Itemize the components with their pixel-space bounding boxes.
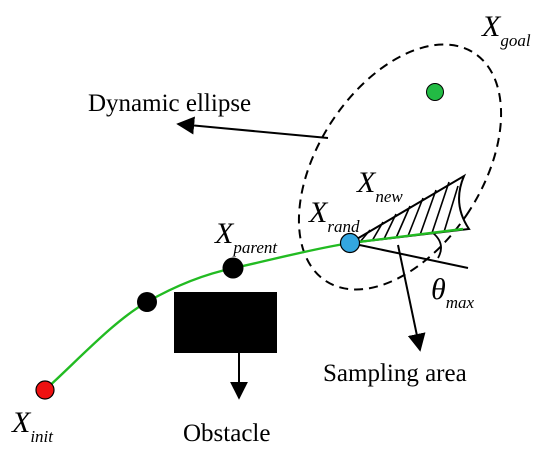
sampling-area-arrow xyxy=(397,244,426,352)
tree-node xyxy=(137,292,157,312)
x-parent-label: Xparent xyxy=(214,217,278,257)
goal-node xyxy=(426,83,444,101)
theta-max-label: θmax xyxy=(431,273,475,312)
sampling-area-label: Sampling area xyxy=(323,360,467,387)
dynamic-ellipse-label: Dynamic ellipse xyxy=(88,90,251,117)
rand-node xyxy=(339,232,361,254)
obstacle-label: Obstacle xyxy=(183,420,270,447)
dynamic-ellipse-arrow xyxy=(176,116,329,139)
sampling-area-sector xyxy=(349,173,471,244)
x-new-label: Xnew xyxy=(356,166,403,206)
init-node xyxy=(35,380,55,400)
dynamic-ellipse xyxy=(297,43,503,291)
theta-arc xyxy=(432,232,442,259)
x-rand-label: Xrand xyxy=(308,196,360,236)
parent-node xyxy=(222,257,244,279)
x-goal-label: Xgoal xyxy=(481,10,531,50)
angle-lower-ray xyxy=(349,242,469,269)
obstacle-block xyxy=(174,292,277,353)
x-init-label: Xinit xyxy=(11,406,54,446)
